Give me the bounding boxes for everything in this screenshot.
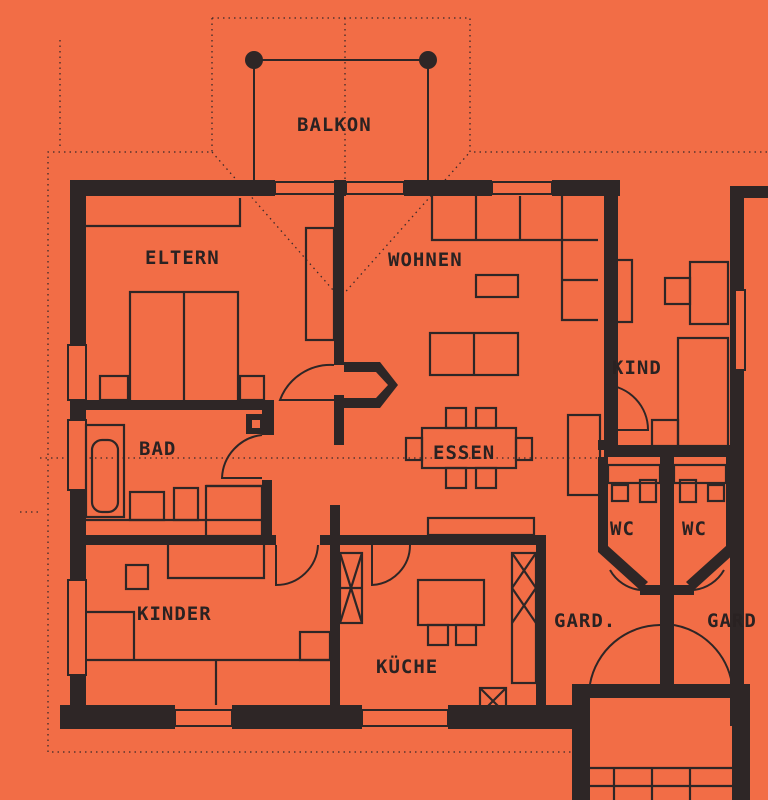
construction-lines — [20, 17, 768, 753]
door-swings — [220, 363, 733, 685]
balcony-post — [245, 51, 263, 69]
furniture-wc — [606, 463, 728, 504]
label-garderobe-left: GARD. — [554, 610, 616, 632]
label-wc-right: WC — [682, 518, 707, 540]
label-garderobe-right: GARD — [707, 610, 757, 632]
stairs — [590, 766, 732, 800]
furniture-kind — [608, 258, 730, 448]
label-bad: BAD — [139, 438, 176, 460]
furniture-wohnen — [404, 196, 602, 497]
label-kueche: KÜCHE — [376, 654, 438, 678]
label-wc-left: WC — [610, 518, 635, 540]
label-balkon: BALKON — [297, 114, 372, 136]
label-kind: KIND — [612, 357, 662, 379]
label-essen: ESSEN — [433, 442, 495, 464]
balcony — [245, 51, 437, 182]
furniture-eltern — [86, 198, 336, 404]
balcony-post — [419, 51, 437, 69]
label-eltern: ELTERN — [145, 247, 220, 269]
label-kinder: KINDER — [137, 603, 212, 625]
room-labels: BALKON ELTERN WOHNEN KIND BAD ESSEN WC W… — [137, 114, 757, 678]
label-wohnen: WOHNEN — [388, 249, 463, 271]
furniture-kinder — [86, 545, 332, 705]
interior-walls — [86, 180, 744, 720]
furniture-bad — [84, 423, 270, 538]
furniture-kueche — [338, 516, 538, 716]
